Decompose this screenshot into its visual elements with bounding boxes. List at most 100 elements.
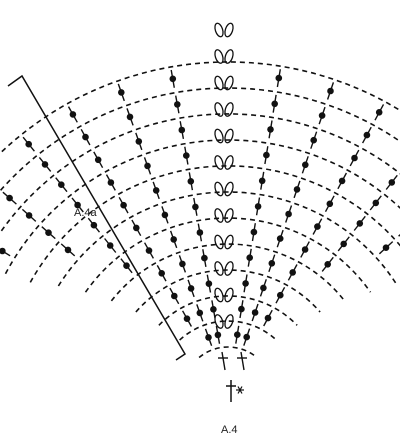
stitch-dot [171,292,178,300]
stitch-dot [310,136,318,144]
stitch-dot [192,203,199,211]
stitch-dot [82,133,89,141]
stitch-dot [363,131,371,139]
loop-symbol [214,181,224,197]
stitch-dot [338,177,346,185]
loop-symbol [224,208,234,223]
chain-arc [0,87,400,193]
stitch-dot [205,334,212,341]
loop-symbol [214,314,224,329]
stitch-dot [120,201,127,209]
stitch-dot [187,178,195,185]
chain-arc [84,217,372,293]
stitch-dot [324,261,332,268]
section-label: A.4a [74,207,97,219]
loop-symbol [224,49,234,64]
repeat-bracket [7,74,187,361]
stitch-dot [214,331,222,339]
stitch-dot [25,140,32,148]
stitch-dot [41,161,49,168]
stitch-dot [234,331,241,339]
stitch-dot [45,229,52,236]
stitch-dot [285,210,292,218]
stitch-dot [0,247,6,255]
stitch-dot [183,315,191,323]
loop-symbol [224,128,234,144]
stitch-dot [388,179,396,186]
loop-symbol [214,102,224,117]
stitch-dot [107,179,115,186]
loop-symbol [214,75,224,91]
stitch-dot [351,154,358,162]
loop-symbol [224,181,234,197]
stitch-dot [243,333,250,341]
stitch-dot [118,89,125,96]
stitch-dot [210,306,217,313]
stitch-dot [276,235,284,242]
stitch-dot [94,156,102,164]
stitch-dot [6,194,13,202]
stitch-dot [242,280,249,287]
stitch-dot [250,228,258,236]
stitch-dot [254,203,262,210]
stitch-dot [179,260,186,268]
stitch-dot [293,186,301,193]
stitch-dot [133,224,140,232]
stitch-dot [69,111,77,118]
chain-arc [179,320,277,341]
stitch-dot [260,284,267,292]
star-marker-icon [237,386,243,394]
stitch-dot [187,285,195,292]
stitch-dot [382,244,390,251]
stitch-dot [375,109,383,116]
chain-arc [158,295,298,326]
stitch-dot [196,309,204,317]
start-stitch-stroke [240,351,245,371]
stitch-dot [268,260,276,267]
stitch-dot [158,270,165,277]
stitch-dot [170,236,177,243]
loop-symbol [224,287,234,303]
loop-symbol [214,208,224,223]
stitch-dot [135,138,143,145]
stitch-dot [340,240,348,248]
loop-symbol [214,261,224,276]
loop-symbol [224,261,234,276]
chain-arc [198,346,258,359]
start-stitch-stroke [221,351,226,371]
stitch-dot [145,247,153,254]
chain-arc [4,139,400,275]
chart-label: A.4 [221,424,238,436]
stitch-dot [152,187,160,194]
stitch-dot [301,246,309,253]
chain-arc [57,191,399,287]
stitch-dot [183,152,190,159]
stitch-dot [64,246,72,254]
loop-symbol [214,234,224,250]
stitch-dot [327,87,334,95]
loop-symbol [214,49,224,64]
stitch-dot [275,74,283,82]
stitch-dot [263,151,270,159]
stitch-dot [238,305,245,313]
stitch-dot [90,221,98,229]
stitch-dot [58,181,65,188]
stitch-dot [25,212,33,219]
chain-arc [0,61,400,155]
stitch-dot [251,309,259,316]
stitch-dot [267,126,274,133]
chain-arc [135,269,321,313]
loop-symbol [214,287,224,303]
stitch-dot [356,220,364,227]
stitch-dot [264,314,272,322]
stitch-dot [169,75,177,83]
stitch-dot [302,161,309,169]
stitch-dot [277,291,284,299]
stitch-dot [106,242,114,249]
loop-symbol [224,102,234,117]
stitch-dot [144,162,151,170]
stitch-dot [258,177,266,185]
stitch-dot [174,101,181,108]
loop-symbol [224,314,234,329]
